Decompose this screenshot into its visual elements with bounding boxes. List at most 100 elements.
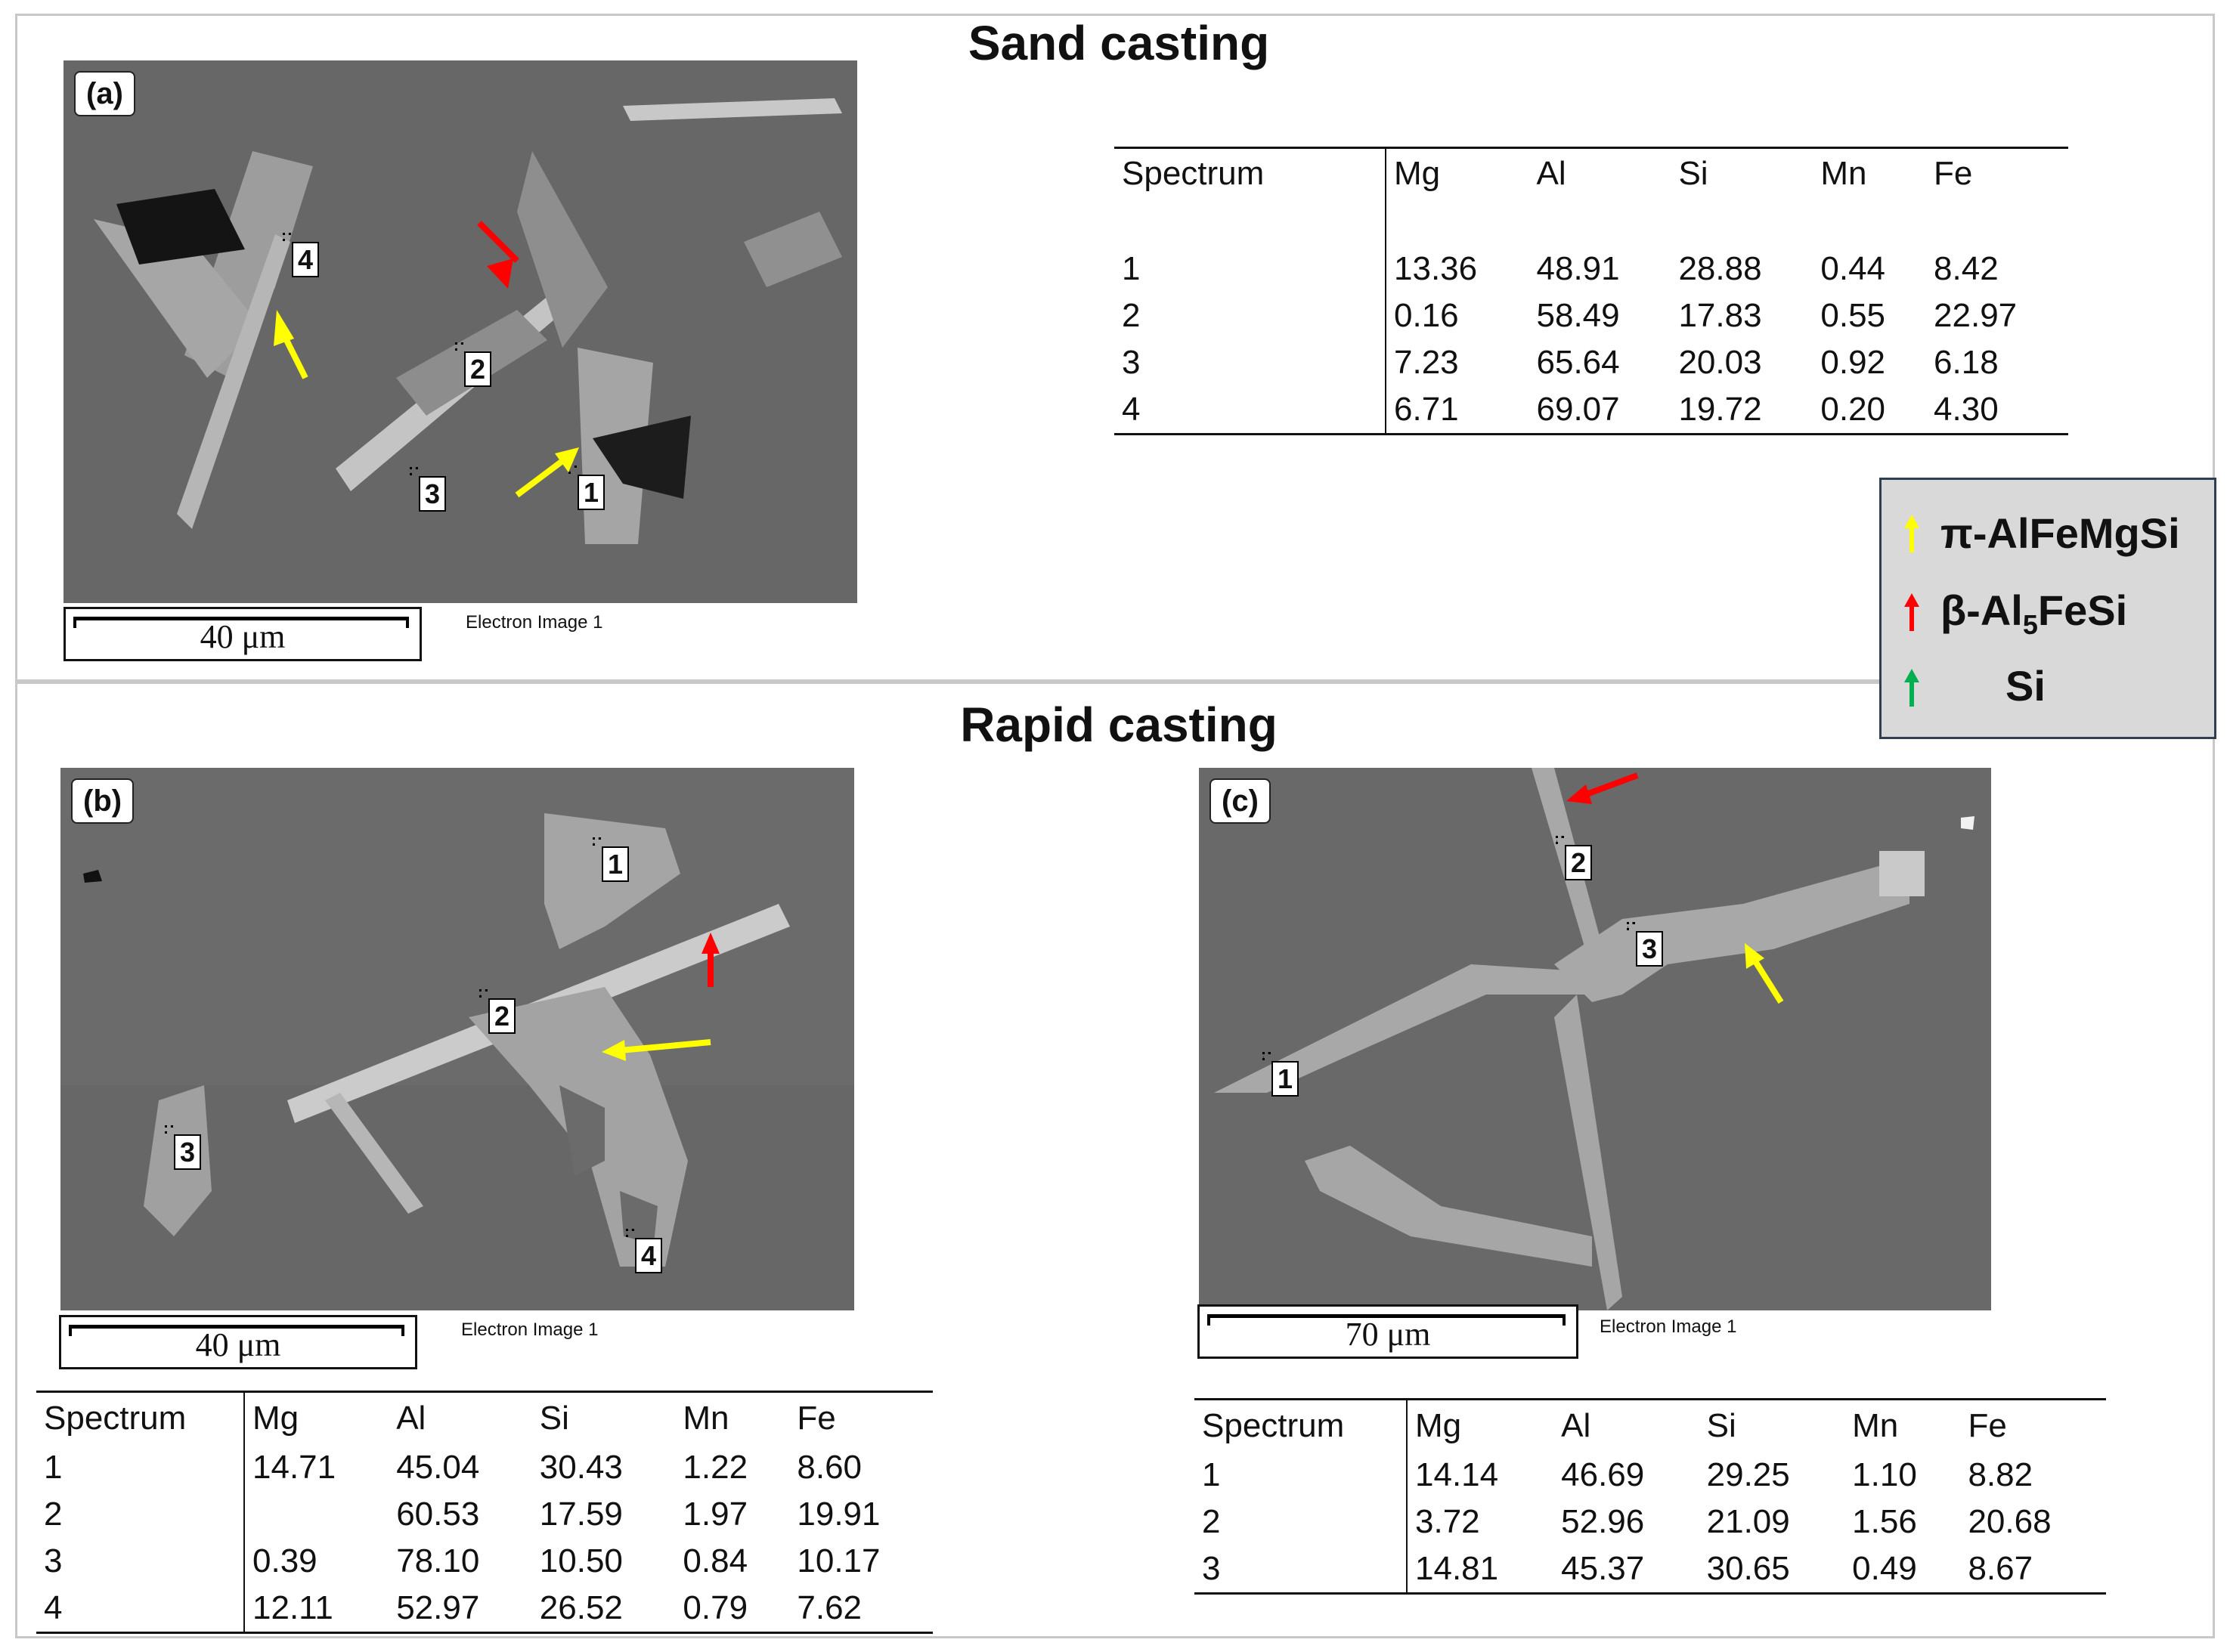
table-c-header-spectrum: Spectrum (1194, 1399, 1408, 1452)
table-cell: 20.68 (1968, 1503, 2052, 1540)
table-cell: 3 (36, 1538, 245, 1585)
table-a-header-mn: Mn (1820, 155, 1867, 192)
table-cell: 1.56 (1852, 1503, 1917, 1540)
table-row: 2 3.72 52.96 21.09 1.56 20.68 (1194, 1499, 2106, 1545)
table-cell: 3.72 (1415, 1503, 1480, 1540)
eds-table-b: Spectrum Mg Al Si Mn Fe 1 14.71 45.04 30… (36, 1391, 933, 1634)
table-row: 2 0.16 58.49 17.83 0.55 22.97 (1114, 292, 2068, 339)
table-a-header-al: Al (1536, 155, 1566, 192)
table-b-header-spectrum: Spectrum (36, 1391, 245, 1444)
legend-label-pi-phase: π-AlFeMgSi (1940, 509, 2180, 557)
spot-label-b-3: 3 (164, 1125, 202, 1171)
table-cell: 12.11 (252, 1589, 333, 1626)
scale-bar-b: 40 μm (59, 1315, 417, 1369)
table-cell: 65.64 (1536, 344, 1620, 381)
table-cell: 60.53 (396, 1496, 480, 1533)
table-cell: 6.18 (1934, 344, 1999, 381)
spot-label-c-3: 3 (1626, 921, 1664, 967)
phase-arrows-b (602, 933, 720, 1061)
table-cell: 1.10 (1852, 1456, 1917, 1493)
table-cell: 14.71 (252, 1449, 336, 1486)
micrograph-a-image (63, 60, 857, 603)
scale-bar-c: 70 μm (1197, 1304, 1578, 1359)
panel-label-c: (c) (1209, 778, 1271, 824)
spot-label-a-2: 2 (454, 342, 492, 388)
table-cell: 45.04 (396, 1449, 480, 1486)
micrograph-c: (c) 2 3 1 (1199, 768, 1991, 1310)
legend-label-si: Si (2005, 662, 2046, 710)
table-cell: 20.03 (1678, 344, 1762, 381)
legend-beta-main: β-Al (1940, 586, 2023, 634)
image-caption-a: Electron Image 1 (466, 612, 603, 633)
legend-label-beta-phase: β-Al5FeSi (1940, 586, 2127, 641)
table-cell: 58.49 (1536, 297, 1620, 334)
table-cell: 3 (1194, 1545, 1408, 1594)
rapid-casting-title: Rapid casting (960, 698, 1278, 752)
table-cell: 14.14 (1415, 1456, 1499, 1493)
table-cell: 45.37 (1561, 1550, 1645, 1587)
micrograph-b: (b) 1 2 3 4 (60, 768, 854, 1310)
table-cell: 17.59 (539, 1496, 623, 1533)
image-caption-c: Electron Image 1 (1600, 1316, 1737, 1337)
scale-bar-c-label: 70 μm (1345, 1316, 1431, 1353)
table-cell: 17.83 (1678, 297, 1762, 334)
phase-legend: π-AlFeMgSi β-Al5FeSi Si (1879, 478, 2216, 739)
table-cell: 1.22 (683, 1449, 748, 1486)
table-row: 2 60.53 17.59 1.97 19.91 (36, 1491, 933, 1538)
table-cell: 14.81 (1415, 1550, 1499, 1587)
table-cell (244, 1491, 389, 1538)
legend-arrow-green (1904, 669, 1919, 707)
table-cell: 19.72 (1678, 391, 1762, 428)
scale-bar-b-label: 40 μm (195, 1326, 281, 1363)
eds-table-c: Spectrum Mg Al Si Mn Fe 1 14.14 46.69 29… (1194, 1398, 2106, 1595)
table-cell: 7.23 (1394, 344, 1459, 381)
table-cell: 2 (36, 1491, 245, 1538)
table-b-header-al: Al (396, 1400, 426, 1437)
eds-table-a: Spectrum Mg Al Si Mn Fe 1 13.36 48.91 28… (1114, 147, 2068, 435)
table-cell: 0.20 (1820, 391, 1886, 428)
table-cell: 7.62 (797, 1589, 863, 1626)
sand-casting-title: Sand casting (968, 16, 1270, 70)
table-cell: 0.79 (683, 1589, 748, 1626)
table-cell: 3 (1114, 339, 1386, 386)
table-cell: 30.65 (1706, 1550, 1790, 1587)
table-row: 4 12.11 52.97 26.52 0.79 7.62 (36, 1585, 933, 1633)
phase-arrows-a (274, 221, 579, 498)
table-cell: 8.60 (797, 1449, 863, 1486)
table-b-header-mg: Mg (252, 1400, 299, 1437)
spot-label-b-4: 4 (625, 1228, 663, 1274)
spot-label-c-2: 2 (1555, 835, 1593, 881)
table-cell: 0.92 (1820, 344, 1886, 381)
scale-bar-a: 40 μm (63, 607, 422, 661)
table-cell: 78.10 (396, 1542, 480, 1579)
table-a-header-si: Si (1678, 155, 1708, 192)
legend-beta-end: FeSi (2037, 586, 2128, 634)
table-cell: 29.25 (1706, 1456, 1790, 1493)
spot-label-a-1: 1 (568, 465, 606, 511)
table-b-header-mn: Mn (683, 1400, 729, 1437)
table-cell: 0.16 (1394, 297, 1459, 334)
table-cell: 0.44 (1820, 250, 1886, 287)
table-row: 1 13.36 48.91 28.88 0.44 8.42 (1114, 246, 2068, 292)
table-cell: 2 (1194, 1499, 1408, 1545)
table-cell: 30.43 (539, 1449, 623, 1486)
phase-arrows-c (1566, 772, 1784, 1004)
table-cell: 22.97 (1934, 297, 2018, 334)
legend-beta-subscript: 5 (2022, 609, 2038, 641)
table-a-header-mg: Mg (1394, 155, 1441, 192)
table-cell: 10.17 (797, 1542, 881, 1579)
table-a-header-spectrum: Spectrum (1114, 147, 1386, 246)
micrograph-a: (a) 4 2 3 1 (63, 60, 857, 603)
table-cell: 0.49 (1852, 1550, 1917, 1587)
legend-arrow-yellow (1904, 515, 1919, 552)
image-caption-b: Electron Image 1 (461, 1319, 599, 1340)
table-b-header-fe: Fe (797, 1400, 836, 1437)
table-row: 3 7.23 65.64 20.03 0.92 6.18 (1114, 339, 2068, 386)
table-row: 3 0.39 78.10 10.50 0.84 10.17 (36, 1538, 933, 1585)
table-cell: 2 (1114, 292, 1386, 339)
table-c-header-si: Si (1706, 1407, 1736, 1444)
table-cell: 21.09 (1706, 1503, 1790, 1540)
table-row: 1 14.14 46.69 29.25 1.10 8.82 (1194, 1452, 2106, 1499)
table-cell: 1 (1114, 246, 1386, 292)
table-cell: 28.88 (1678, 250, 1762, 287)
